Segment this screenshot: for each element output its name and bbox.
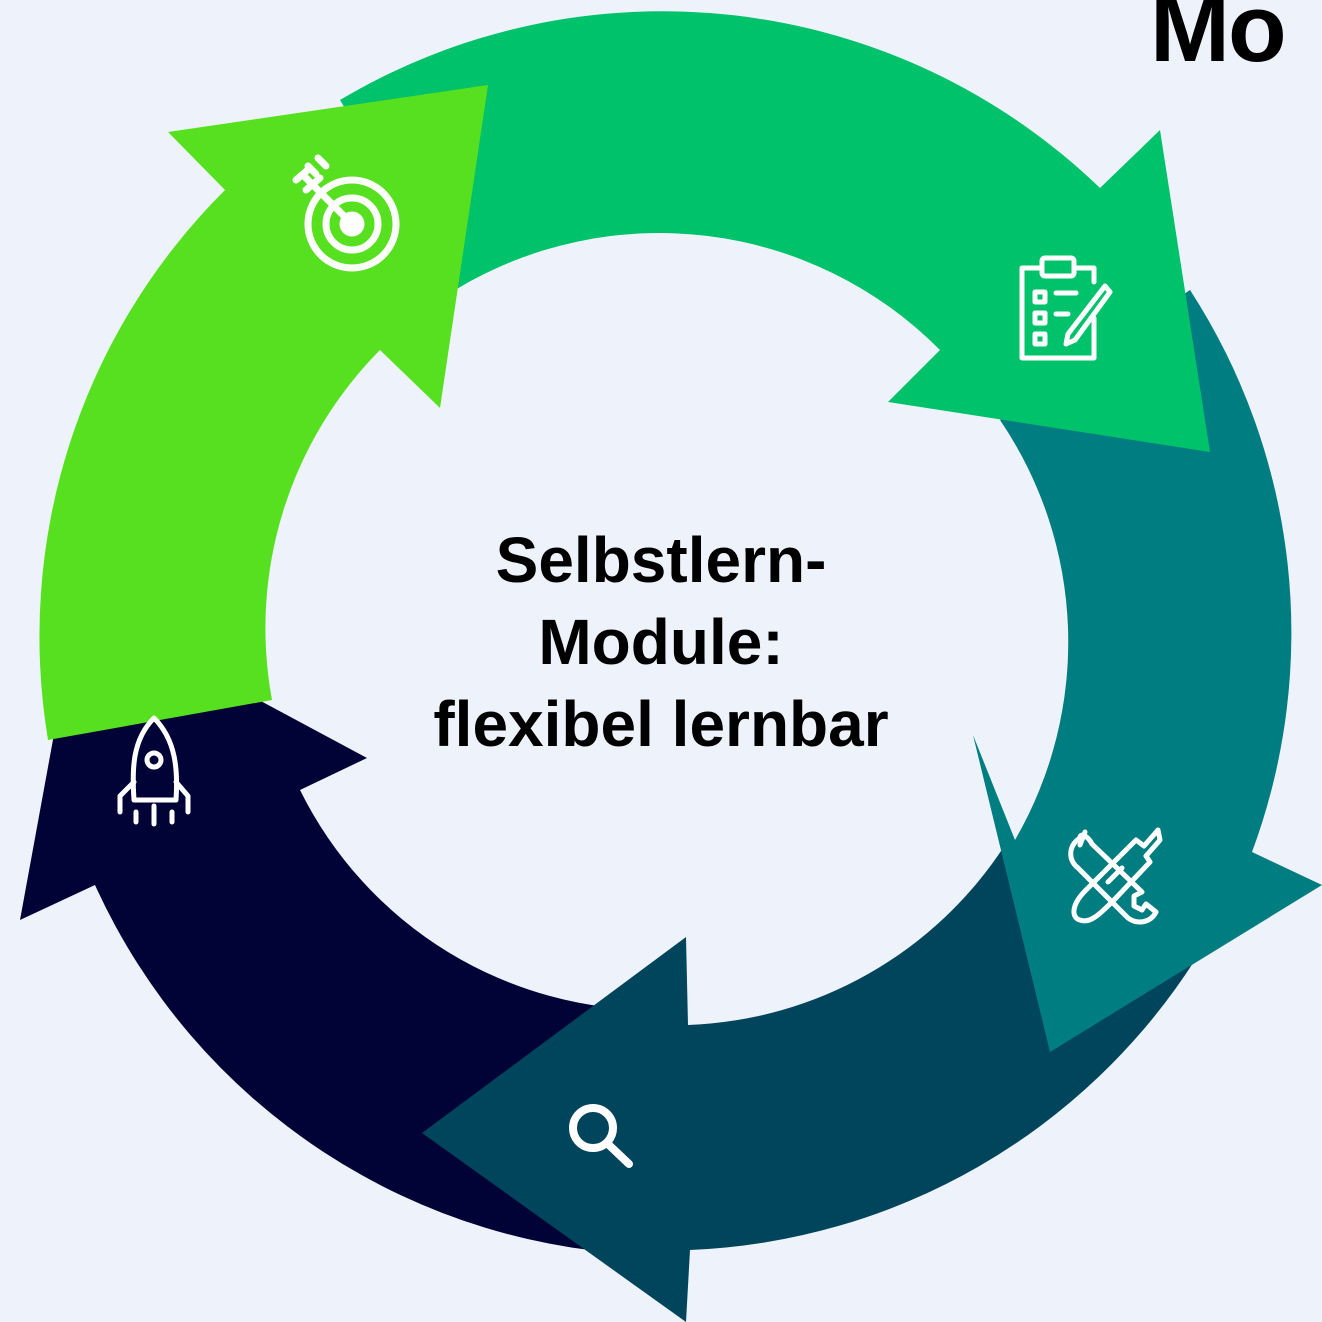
target-icon (292, 154, 400, 272)
arrow-plan-shape (340, 11, 1210, 452)
center-label-line-2: Module: (538, 606, 784, 678)
clipboard-checklist-icon (1019, 255, 1113, 361)
arrow-goal-shape (39, 85, 489, 740)
cycle-arrow-tools (973, 290, 1322, 1052)
arrow-search-shape (422, 845, 1195, 1322)
magnifier-icon (569, 1104, 633, 1168)
cycle-arrow-search (422, 845, 1195, 1322)
center-label-line-3: flexibel lernbar (433, 688, 889, 760)
arrow-tools-shape (973, 290, 1322, 1052)
center-label-line-1: Selbstlern- (495, 524, 827, 596)
corner-title-fragment: Mo (1150, 0, 1287, 82)
wrench-screwdriver-icon (1068, 827, 1163, 925)
cycle-arrow-goal (39, 85, 489, 740)
rocket-icon (117, 715, 191, 827)
center-label: Selbstlern- Module: flexibel lernbar (361, 519, 961, 765)
cycle-arrow-plan (340, 11, 1210, 452)
